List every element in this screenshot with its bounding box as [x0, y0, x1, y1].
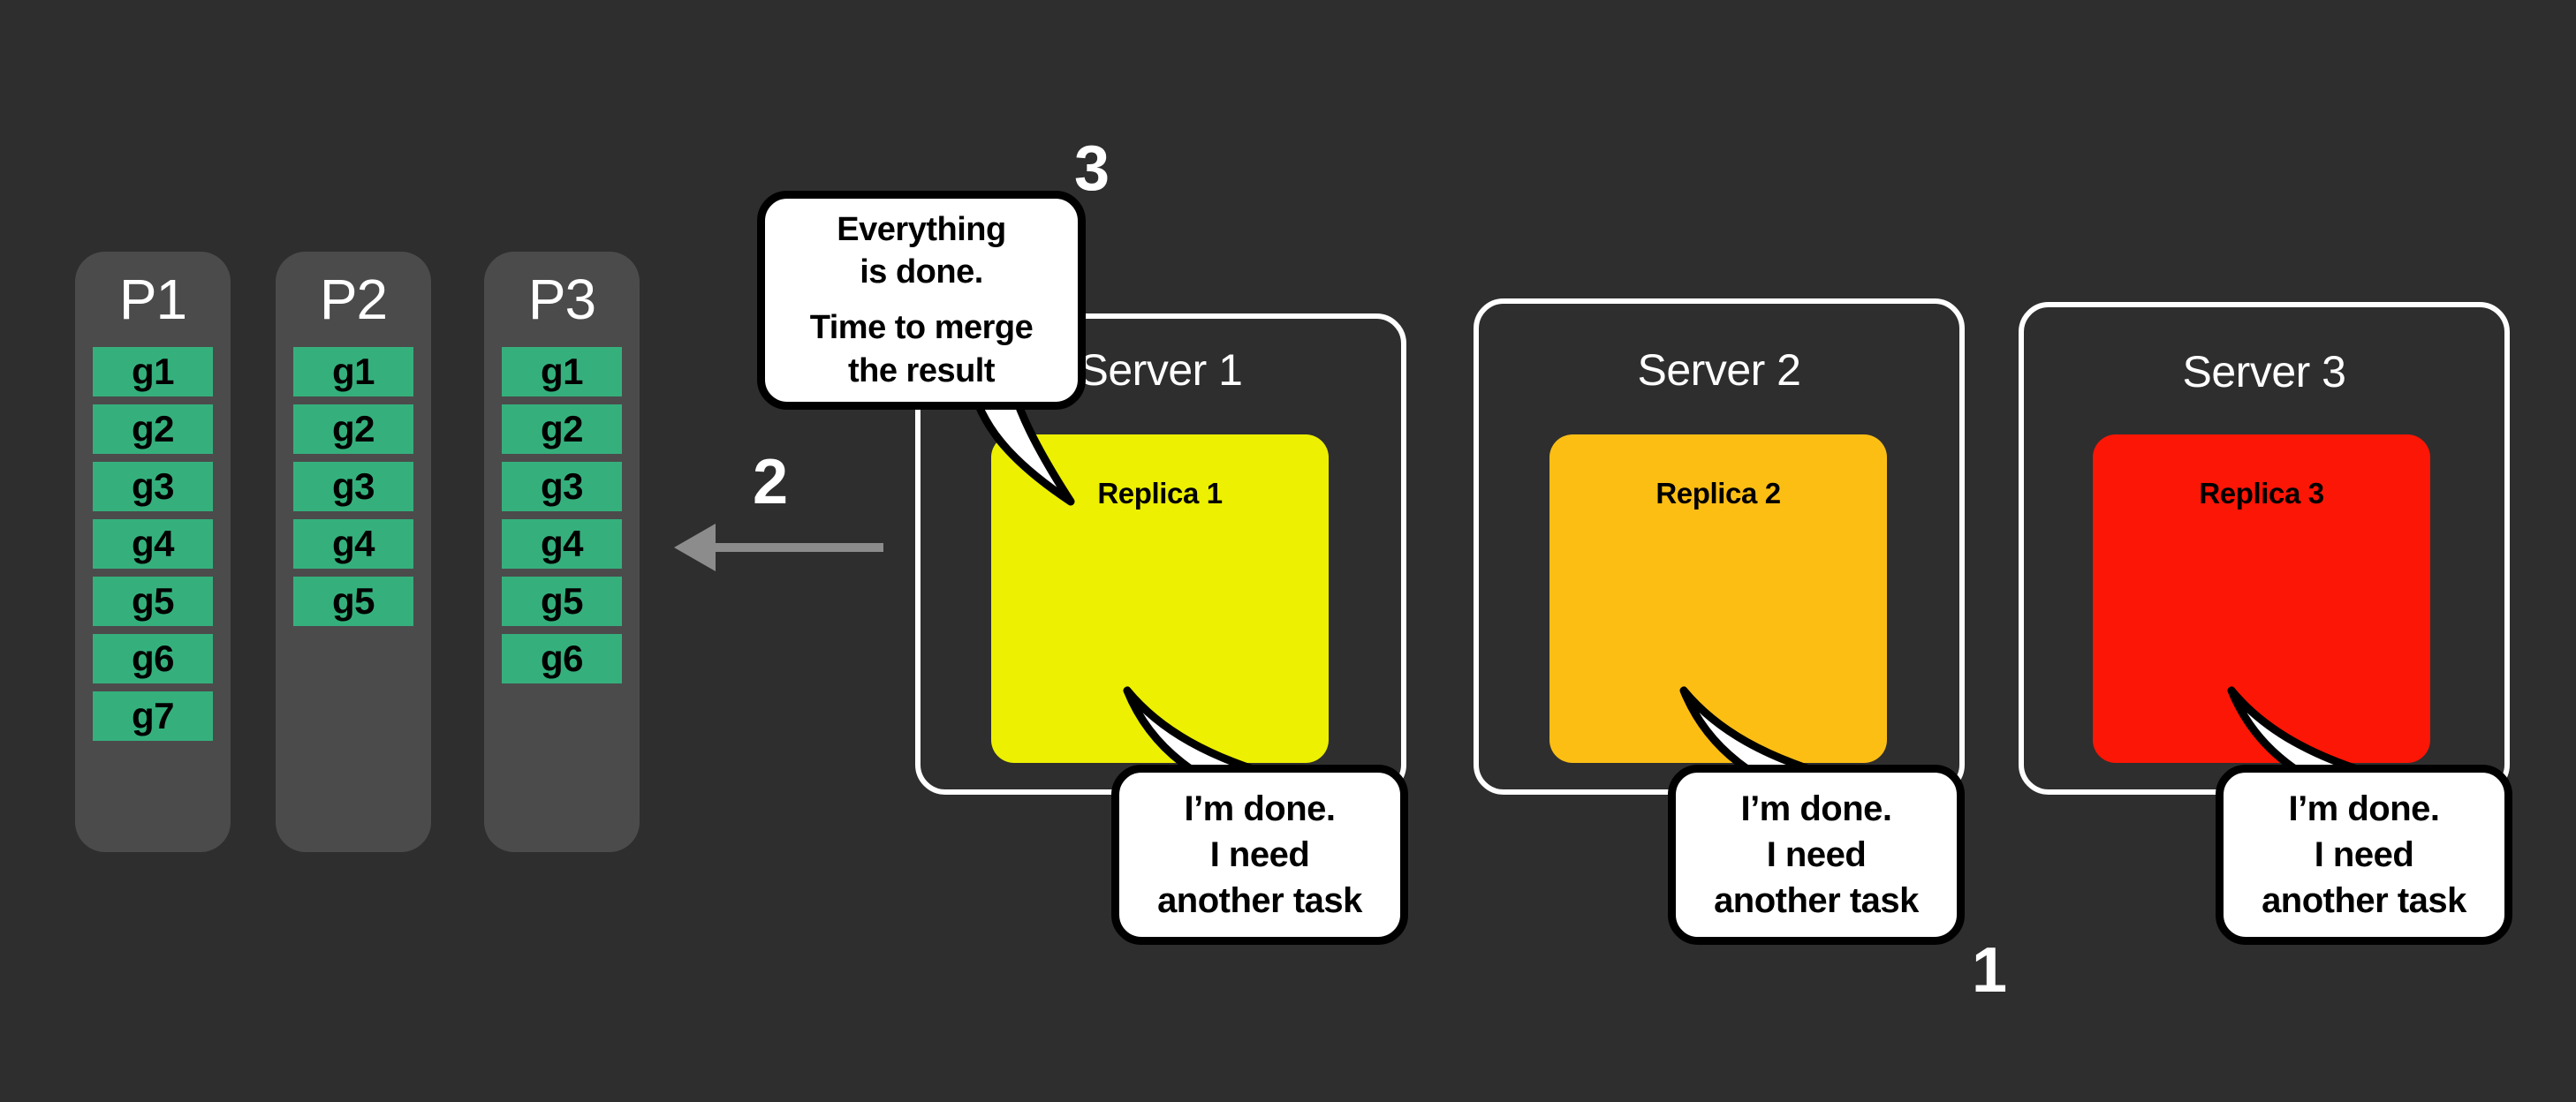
replica-label-2: Replica 2 — [1655, 477, 1781, 509]
group-chip: g4 — [293, 518, 413, 569]
replica-label-3: Replica 3 — [2199, 477, 2324, 509]
partition-title: P3 — [527, 268, 596, 331]
bubble-line: is done. — [860, 253, 983, 291]
group-chip: g3 — [293, 461, 413, 511]
bubble-line: the result — [847, 351, 996, 389]
server-label-3: Server 3 — [2182, 347, 2346, 396]
group-chip: g5 — [293, 576, 413, 626]
group-chip: g7 — [93, 691, 213, 741]
group-chip: g6 — [502, 633, 622, 683]
group-list: g1 g2 g3 g4 g5 g6 g7 — [75, 346, 231, 741]
speech-bubble-done-1: I’m done. I need another task — [1111, 765, 1408, 945]
step-number-three: 3 — [1074, 133, 1110, 204]
group-list: g1 g2 g3 g4 g5 — [276, 346, 431, 626]
bubble-line: I’m done. — [1740, 789, 1892, 828]
step-number-one: 1 — [1972, 935, 2007, 1006]
group-chip: g3 — [93, 461, 213, 511]
group-chip: g4 — [93, 518, 213, 569]
group-chip: g6 — [93, 633, 213, 683]
bubble-line: another task — [2262, 881, 2466, 920]
step-number-two: 2 — [753, 447, 788, 517]
bubble-line: I need — [1766, 835, 1867, 874]
group-chip: g2 — [93, 404, 213, 454]
replica-label-1: Replica 1 — [1097, 477, 1223, 509]
replica-box-2: Replica 2 — [1549, 434, 1887, 763]
server-label-1: Server 1 — [1079, 345, 1243, 395]
bubble-line: I’m done. — [2288, 789, 2440, 828]
group-chip: g2 — [293, 404, 413, 454]
bubble-line: I need — [1209, 835, 1310, 874]
partition-title: P1 — [118, 268, 187, 331]
group-chip: g3 — [502, 461, 622, 511]
replica-box-3: Replica 3 — [2093, 434, 2430, 763]
bubble-line: another task — [1714, 881, 1919, 920]
group-chip: g5 — [502, 576, 622, 626]
group-chip: g1 — [293, 346, 413, 396]
replica-box-1: Replica 1 — [991, 434, 1329, 763]
partition-card-p3: P3 g1 g2 g3 g4 g5 g6 — [484, 252, 640, 852]
bubble-line: I’m done. — [1184, 789, 1336, 828]
server-label-2: Server 2 — [1637, 345, 1801, 395]
group-chip: g1 — [502, 346, 622, 396]
bubble-line: another task — [1157, 881, 1362, 920]
partition-card-p2: P2 g1 g2 g3 g4 g5 — [276, 252, 431, 852]
bubble-line: I need — [2314, 835, 2414, 874]
group-chip: g1 — [93, 346, 213, 396]
group-chip: g2 — [502, 404, 622, 454]
arrow-left-icon — [674, 524, 883, 571]
bubble-line: Time to merge — [809, 309, 1034, 346]
group-list: g1 g2 g3 g4 g5 g6 — [484, 346, 640, 683]
bubble-line: Everything — [837, 210, 1006, 248]
speech-bubble-done-3: I’m done. I need another task — [2216, 765, 2512, 945]
speech-bubble-merge: Everything is done. Time to merge the re… — [757, 191, 1086, 410]
partition-title: P2 — [319, 268, 388, 331]
group-chip: g4 — [502, 518, 622, 569]
group-chip: g5 — [93, 576, 213, 626]
partition-card-p1: P1 g1 g2 g3 g4 g5 g6 g7 — [75, 252, 231, 852]
speech-bubble-done-2: I’m done. I need another task — [1668, 765, 1965, 945]
